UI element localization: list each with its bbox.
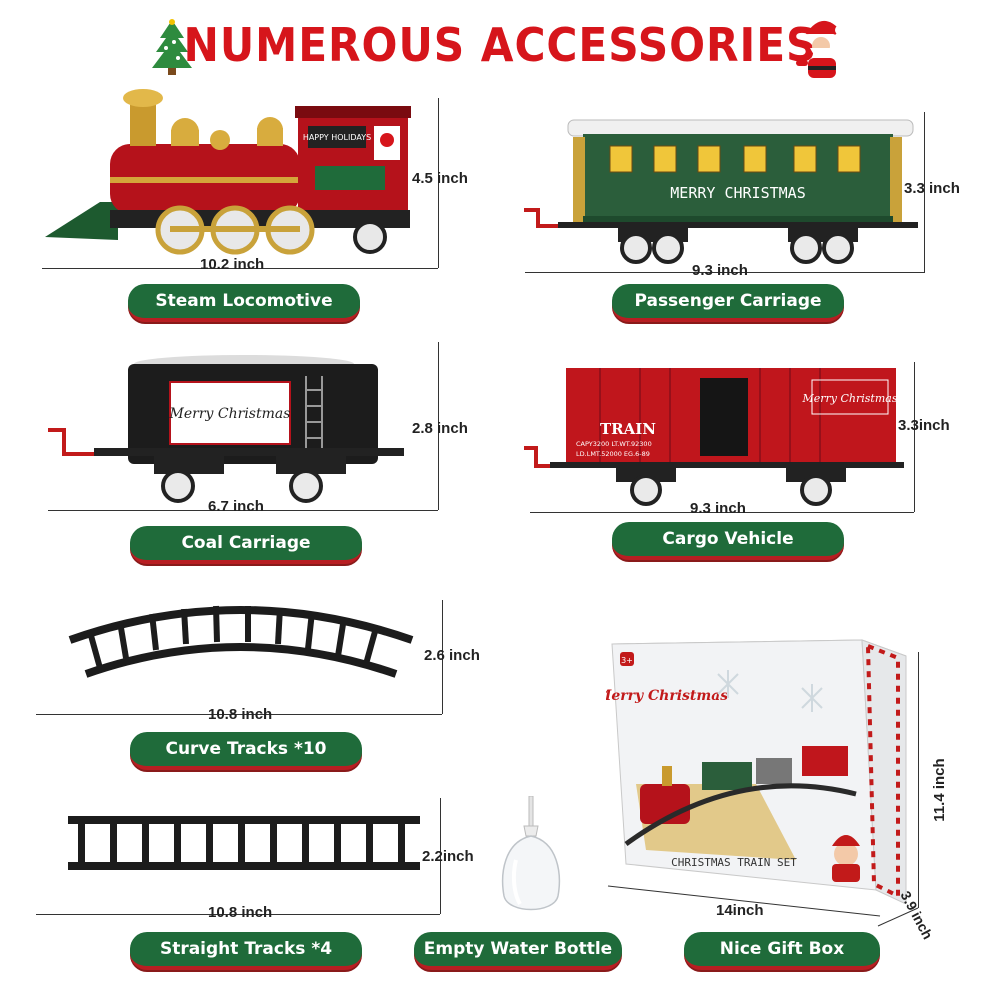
loco-width-line bbox=[42, 268, 438, 269]
curve-tracks-badge: Curve Tracks *10 bbox=[130, 732, 362, 770]
passenger-height-label: 3.3 inch bbox=[904, 180, 960, 197]
loco-sign-text: HAPPY HOLIDAYS bbox=[303, 133, 371, 142]
box-logo-text: Merry Christmas bbox=[606, 688, 728, 704]
badge-label: Empty Water Bottle bbox=[423, 939, 613, 959]
box-width-line bbox=[606, 884, 884, 920]
coal-width-line bbox=[48, 510, 438, 511]
cargo-width-label: 9.3 inch bbox=[690, 500, 746, 517]
curve-track-image bbox=[60, 594, 420, 684]
cargo-spec-line-2: LD.LMT.52000 EG.6-89 bbox=[576, 450, 650, 458]
coal-carriage-image: Merry Christmas bbox=[44, 350, 409, 505]
straight-track-image bbox=[68, 812, 422, 878]
cargo-train-text: TRAIN bbox=[600, 420, 656, 438]
box-age-label: 3+ bbox=[621, 656, 633, 665]
loco-height-label: 4.5 inch bbox=[412, 170, 468, 187]
badge-label: Cargo Vehicle bbox=[662, 529, 794, 549]
christmas-tree-icon bbox=[150, 18, 194, 76]
coal-height-label: 2.8 inch bbox=[412, 420, 468, 437]
cargo-height-label: 3.3inch bbox=[898, 417, 950, 434]
loco-height-line bbox=[438, 98, 439, 268]
curve-height-label: 2.6 inch bbox=[424, 647, 480, 664]
curve-width-label: 10.8 inch bbox=[208, 706, 273, 723]
cargo-vehicle-image: TRAIN CAPY3200 LT.WT.92300 LD.LMT.52000 … bbox=[520, 362, 905, 507]
passenger-carriage-text: MERRY CHRISTMAS bbox=[670, 184, 805, 202]
passenger-width-label: 9.3 inch bbox=[692, 262, 748, 279]
coal-width-label: 6.7 inch bbox=[208, 498, 264, 515]
water-bottle-badge: Empty Water Bottle bbox=[414, 932, 622, 970]
gift-box-image: 3+ Merry Christmas CHRISTMAS TRAIN SET bbox=[606, 634, 910, 904]
cargo-vehicle-badge: Cargo Vehicle bbox=[612, 522, 844, 560]
steam-locomotive-badge: Steam Locomotive bbox=[128, 284, 360, 322]
santa-icon bbox=[792, 14, 852, 84]
badge-label: Curve Tracks *10 bbox=[165, 739, 327, 759]
box-height-line bbox=[918, 652, 919, 908]
gift-box-badge: Nice Gift Box bbox=[684, 932, 880, 970]
coal-carriage-badge: Coal Carriage bbox=[130, 526, 362, 564]
passenger-width-line bbox=[525, 272, 925, 273]
badge-label: Passenger Carriage bbox=[634, 291, 822, 311]
curve-height-line bbox=[442, 600, 443, 714]
badge-label: Nice Gift Box bbox=[719, 939, 845, 959]
cargo-merry-text: Merry Christmas bbox=[802, 392, 898, 405]
badge-label: Straight Tracks *4 bbox=[159, 939, 333, 959]
passenger-height-line bbox=[924, 112, 925, 272]
page-title-block: NUMEROUS ACCESSORIES bbox=[0, 10, 1000, 80]
straight-width-label: 10.8 inch bbox=[208, 904, 273, 921]
box-depth-line bbox=[876, 906, 920, 930]
box-bottom-text: CHRISTMAS TRAIN SET bbox=[671, 856, 797, 869]
steam-locomotive-image: HAPPY HOLIDAYS bbox=[40, 82, 420, 257]
loco-width-label: 10.2 inch bbox=[200, 256, 265, 273]
straight-height-label: 2.2inch bbox=[422, 848, 474, 865]
box-height-label: 11.4 inch bbox=[931, 758, 948, 822]
coal-carriage-text: Merry Christmas bbox=[169, 406, 291, 422]
cargo-height-line bbox=[914, 362, 915, 512]
badge-label: Coal Carriage bbox=[181, 533, 311, 553]
coal-height-line bbox=[438, 342, 439, 510]
straight-width-line bbox=[36, 914, 440, 915]
cargo-spec-line-1: CAPY3200 LT.WT.92300 bbox=[576, 440, 652, 448]
water-bottle-image bbox=[496, 796, 566, 920]
box-width-label: 14inch bbox=[716, 902, 764, 919]
curve-width-line bbox=[36, 714, 442, 715]
passenger-carriage-image: MERRY CHRISTMAS bbox=[518, 112, 918, 267]
cargo-width-line bbox=[530, 512, 914, 513]
passenger-carriage-badge: Passenger Carriage bbox=[612, 284, 844, 322]
badge-label: Steam Locomotive bbox=[155, 291, 333, 311]
title-text: NUMEROUS ACCESSORIES bbox=[183, 18, 817, 72]
straight-height-line bbox=[440, 798, 441, 914]
straight-tracks-badge: Straight Tracks *4 bbox=[130, 932, 362, 970]
